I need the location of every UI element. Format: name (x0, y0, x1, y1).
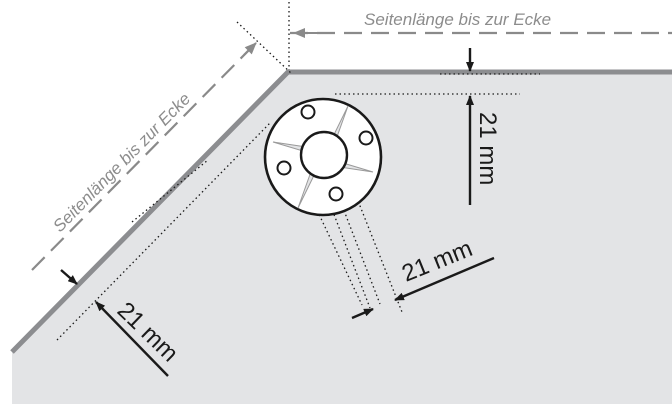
side-length-label-top: Seitenlänge bis zur Ecke (364, 10, 551, 29)
flange-center-hole (299, 130, 349, 180)
construction-lines (56, 2, 540, 341)
dim-label-vertical: 21 mm (474, 112, 501, 185)
bolt-hole-right (358, 130, 374, 146)
reference-arrow-diagonal (243, 42, 257, 56)
dim-arrow-diagonal-bottom (95, 301, 169, 377)
flange (263, 97, 383, 217)
bolt-hole-bottom (328, 186, 344, 202)
bolt-hole-left (276, 160, 292, 176)
dim-arrow-flange-left (351, 307, 374, 320)
bolt-hole-top (300, 104, 316, 120)
plate-edge (10, 69, 672, 354)
dimension-arrows (60, 48, 495, 377)
dim-arrow-diagonal-top (60, 269, 78, 285)
dim-arrow-flange-right (394, 256, 495, 302)
reference-line-diagonal (31, 48, 251, 271)
base-plate (12, 72, 672, 404)
